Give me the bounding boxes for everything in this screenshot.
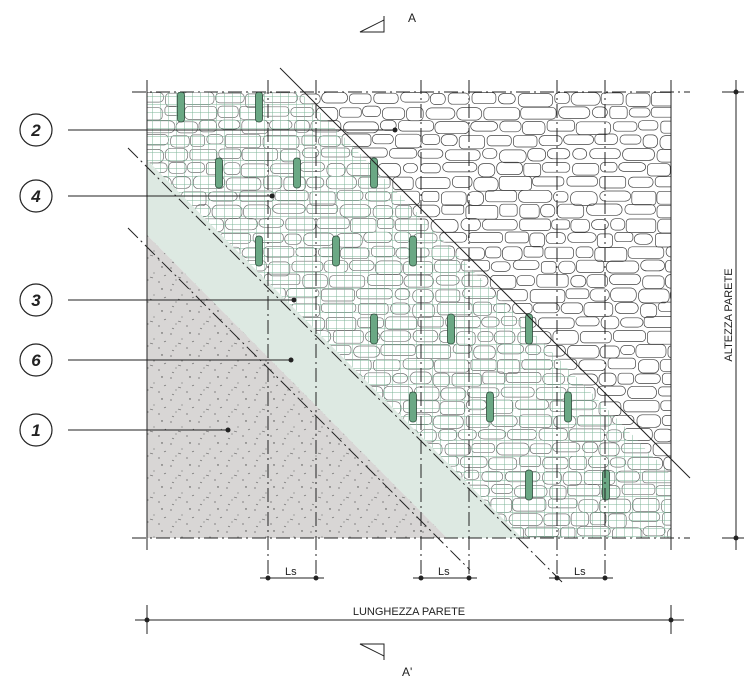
connector-pin: [525, 313, 533, 345]
plaster-band: [147, 160, 522, 538]
callout-number-6: 6: [31, 351, 41, 370]
section-mark-bottom: A': [359, 643, 412, 679]
callout-4: 4: [19, 179, 275, 213]
connector-pin: [525, 469, 533, 501]
connector-pin: [255, 235, 263, 267]
spacing-label-2: Ls: [438, 566, 450, 578]
callout-3: 3: [19, 283, 297, 317]
connector-pin: [215, 157, 223, 189]
connector-pin: [564, 391, 572, 423]
connector-pin: [370, 157, 378, 189]
section-mark-top: A: [359, 11, 416, 33]
height-label: ALTEZZA PARETE: [723, 268, 735, 361]
spacing-label-3: Ls: [574, 566, 586, 578]
axis-lines: [132, 80, 690, 580]
length-dimension: [135, 605, 684, 634]
wall-layers: [147, 92, 671, 538]
connector-pin: [177, 92, 185, 123]
callout-number-3: 3: [31, 291, 41, 310]
concrete-plaster: [147, 235, 447, 538]
connector-pin: [370, 313, 378, 345]
connector-pin: [447, 313, 455, 345]
length-label: LUNGHEZZA PARETE: [353, 606, 465, 618]
callout-6: 6: [19, 343, 294, 377]
callout-1: 1: [19, 413, 231, 447]
connector-pin: [255, 92, 263, 123]
connector-pin: [409, 235, 417, 267]
callout-number-4: 4: [30, 187, 41, 206]
connector-pin: [293, 157, 301, 189]
connector-pin: [486, 391, 494, 423]
callout-number-1: 1: [31, 421, 40, 440]
spacing-label-1: Ls: [285, 566, 297, 578]
connector-pin: [602, 469, 610, 501]
height-dimension: [722, 80, 744, 550]
connectors: [177, 92, 610, 501]
spacing-dimensions: [260, 575, 613, 581]
callout-number-2: 2: [30, 121, 41, 140]
connector-pin: [332, 235, 340, 267]
callout-2: 2: [19, 113, 398, 147]
section-label-bottom: A': [402, 665, 412, 679]
section-label-top: A: [408, 11, 416, 25]
connector-pin: [409, 391, 417, 423]
diagonal-lines: [127, 67, 691, 583]
